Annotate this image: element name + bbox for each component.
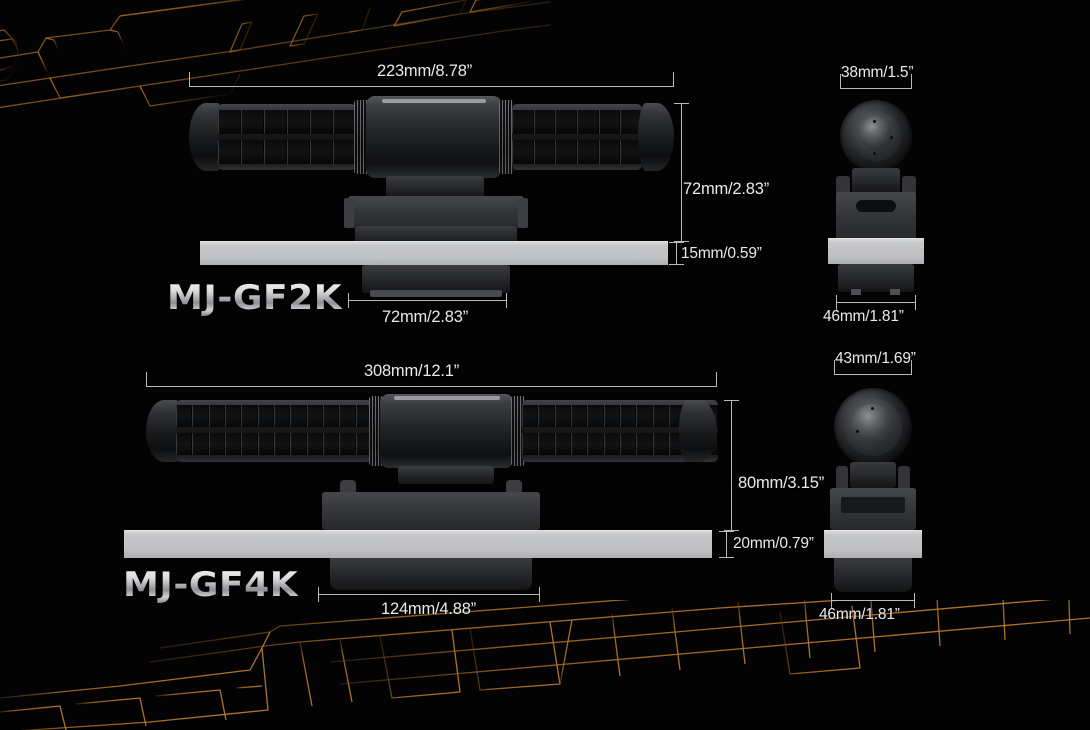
gf4k-center-body: [380, 394, 514, 468]
decorative-rifle-outline-bottom: [0, 600, 1090, 730]
gf4k-mount-right-lug: [506, 480, 522, 494]
gf4k-front-lens-width-label: 43mm/1.69”: [835, 350, 916, 367]
gf4k-front-lens-dot-left: [856, 430, 859, 433]
gf2k-rail-thickness-dimension-line: [669, 242, 684, 265]
gf2k-base-width-dimension-line: [348, 293, 507, 308]
gf2k-length-label: 223mm/8.78”: [377, 62, 473, 80]
gf2k-front-base-width-label: 46mm/1.81”: [823, 308, 904, 325]
gf2k-rail-thickness-label: 15mm/0.59”: [681, 245, 762, 262]
gf2k-front-base-block: [838, 264, 914, 292]
gf4k-height-dimension-line: [724, 400, 739, 531]
gf2k-mount-left-lug: [344, 198, 354, 228]
gf2k-front-base-left-foot: [851, 289, 861, 295]
gf2k-front-lens-housing: [840, 100, 912, 172]
gf4k-rail-thickness-label: 20mm/0.79”: [733, 535, 814, 552]
gf4k-front-base-width-dimension-line: [831, 593, 915, 608]
gf2k-mount-clamp: [348, 196, 524, 228]
gf2k-front-mount-neck: [852, 168, 900, 194]
gf2k-base-block: [362, 265, 510, 293]
gf2k-rail-bar: [200, 241, 668, 265]
gf4k-height-label: 80mm/3.15”: [738, 474, 825, 492]
gf4k-front-lens-dot-top: [871, 407, 874, 410]
gf4k-rail-thickness-dimension-line: [719, 531, 734, 558]
gf2k-left-shroud: [218, 104, 356, 170]
gf4k-rail-bar: [124, 530, 712, 558]
gf2k-right-knurl-ring: [499, 100, 514, 174]
gf2k-left-knurl-ring: [354, 100, 369, 174]
gf2k-front-lens-width-label: 38mm/1.5”: [841, 64, 914, 81]
gf4k-mount-left-lug: [340, 480, 356, 494]
gf2k-front-lens-dot-bottom: [873, 152, 876, 155]
gf2k-front-lens-width-dimension-line: [840, 74, 912, 89]
gf2k-right-barrel-cap: [638, 103, 674, 171]
gf2k-model-wordmark: MJ-GF2K: [167, 278, 343, 318]
gf2k-base-width-label: 72mm/2.83”: [382, 308, 469, 326]
gf4k-front-mount-right-arm: [898, 466, 910, 490]
gf4k-front-lens-housing: [834, 388, 912, 466]
gf4k-front-rail-bar: [824, 530, 922, 558]
gf2k-front-mount-slot: [856, 200, 896, 212]
gf2k-mount-neck: [386, 176, 484, 198]
gf4k-right-knurl-ring: [511, 396, 525, 466]
gf4k-front-lens-glass: [852, 404, 894, 446]
gf4k-front-base-width-label: 46mm/1.81”: [819, 606, 900, 623]
gf4k-base-width-dimension-line: [318, 587, 540, 602]
gf2k-top-rail-strip: [382, 99, 486, 103]
gf2k-mount-right-lug: [518, 198, 528, 228]
gf2k-front-lens-glass: [859, 117, 893, 151]
gf4k-left-shroud: [176, 400, 372, 462]
gf2k-right-shroud: [512, 104, 642, 170]
gf4k-length-dimension-line: [146, 372, 717, 387]
gf4k-left-knurl-ring: [369, 396, 383, 466]
gf4k-front-base-block: [834, 558, 912, 592]
gf2k-front-base-width-dimension-line: [836, 295, 916, 310]
gf4k-right-barrel-cap: [679, 400, 717, 462]
gf2k-base-foot: [370, 290, 502, 297]
gf2k-length-dimension-line: [189, 72, 674, 87]
gf2k-center-body: [366, 96, 502, 178]
gf4k-base-width-label: 124mm/4.88”: [381, 600, 477, 618]
gf2k-front-base-right-foot: [890, 289, 900, 295]
gf4k-mount-neck: [398, 466, 494, 484]
gf2k-front-rail-bar: [828, 238, 924, 264]
gf4k-front-lens-width-dimension-line: [834, 360, 912, 375]
gf2k-front-lens-dot-top: [873, 120, 876, 123]
gf2k-front-lens-dot-right: [890, 136, 893, 139]
gf4k-mount-block: [322, 492, 540, 530]
gf4k-top-rail-strip: [394, 396, 500, 400]
gf4k-model-wordmark: MJ-GF4K: [123, 565, 299, 605]
gf2k-height-label: 72mm/2.83”: [683, 180, 770, 198]
gf4k-front-mount-left-arm: [836, 466, 848, 490]
gf4k-front-mount-slot: [841, 497, 905, 513]
gf4k-length-label: 308mm/12.1”: [364, 362, 460, 380]
gf4k-base-block: [330, 558, 532, 590]
gf4k-front-mount-neck: [850, 462, 896, 488]
gf2k-height-dimension-line: [674, 103, 689, 242]
